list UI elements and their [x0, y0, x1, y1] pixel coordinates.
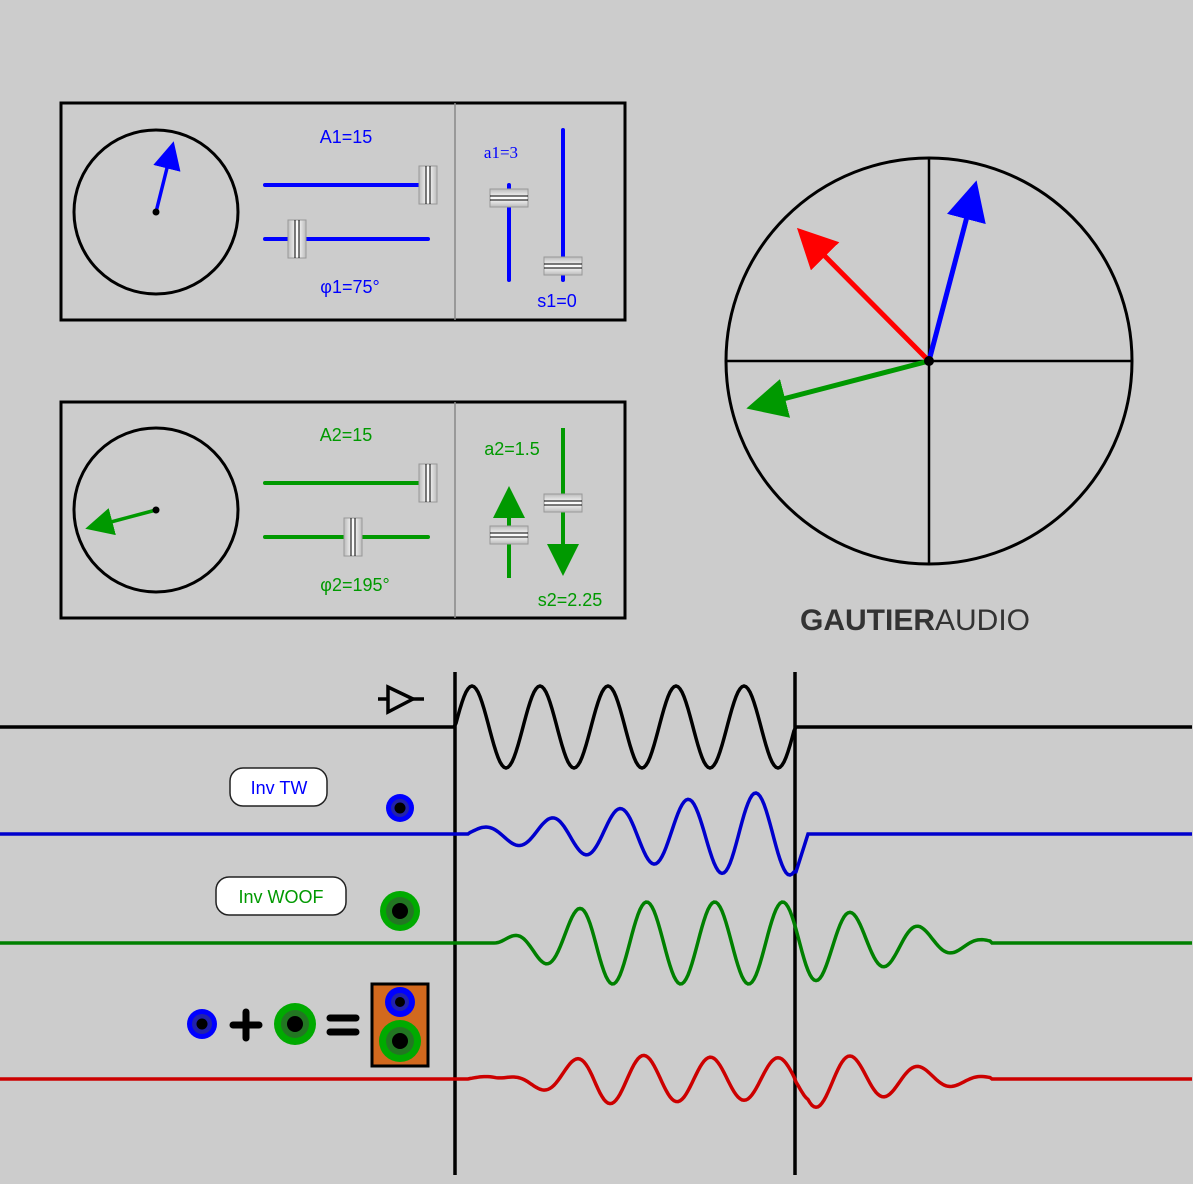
sum-signal-wave [0, 1053, 1192, 1109]
a1-label: A1=15 [320, 127, 373, 147]
s1-label: s1=0 [537, 291, 577, 311]
tweeter-phase-arrow [153, 141, 181, 213]
s2-label: s2=2.25 [538, 590, 603, 610]
a1-small-label: a1=3 [484, 143, 518, 162]
gautier-audio-logo: GAUTIERAUDIO [800, 604, 1030, 637]
tweeter-icon [187, 1009, 217, 1039]
a2-vertical-slider-handle[interactable] [489, 525, 529, 545]
a1-slider-handle[interactable] [418, 165, 438, 205]
signal-traces [0, 672, 1192, 1175]
phi1-label: φ1=75° [320, 277, 379, 297]
s1-slider-handle[interactable] [543, 256, 583, 276]
s2-slider-handle[interactable] [543, 493, 583, 513]
invert-tweeter-button[interactable]: Inv TW [229, 767, 328, 807]
phi2-label: φ2=195° [320, 575, 389, 595]
svg-text:Inv WOOF: Inv WOOF [239, 887, 324, 907]
amplifier-icon [378, 684, 424, 715]
woofer-signal-wave [0, 900, 1192, 986]
woofer-icon [274, 1003, 316, 1045]
woofer-phase-arrow [85, 508, 157, 536]
equals-icon [326, 1014, 360, 1036]
input-signal-wave [0, 684, 1192, 770]
woofer-phasor-arrow [746, 358, 930, 418]
woofer-phase-dial [72, 426, 240, 594]
tweeter-control-panel: A1=15 φ1=75° a1=3 s1=0 [59, 101, 627, 322]
invert-woofer-button[interactable]: Inv WOOF [215, 876, 347, 916]
plus-icon [229, 1008, 263, 1042]
woofer-control-panel: A2=15 φ2=195° a2=1.5 s2=2.25 [59, 400, 627, 620]
woofer-icon [380, 891, 420, 931]
tweeter-icon [386, 794, 414, 822]
svg-text:GAUTIERAUDIO: GAUTIERAUDIO [800, 604, 1030, 637]
tweeter-phasor-arrow [926, 180, 986, 362]
a2-small-label: a2=1.5 [484, 439, 540, 459]
tweeter-phase-dial [72, 128, 240, 296]
speaker-icon [370, 982, 430, 1068]
svg-text:Inv TW: Inv TW [251, 778, 308, 798]
a1-vertical-slider-handle[interactable] [489, 188, 529, 208]
tweeter-signal-wave [0, 791, 1192, 877]
phi1-slider-handle[interactable] [287, 219, 307, 259]
sum-equation [187, 982, 430, 1068]
sum-phasor-arrow [796, 227, 931, 363]
phasor-diagram [724, 156, 1134, 566]
a2-label: A2=15 [320, 425, 373, 445]
a2-slider-handle[interactable] [418, 463, 438, 503]
phi2-slider-handle[interactable] [343, 517, 363, 557]
